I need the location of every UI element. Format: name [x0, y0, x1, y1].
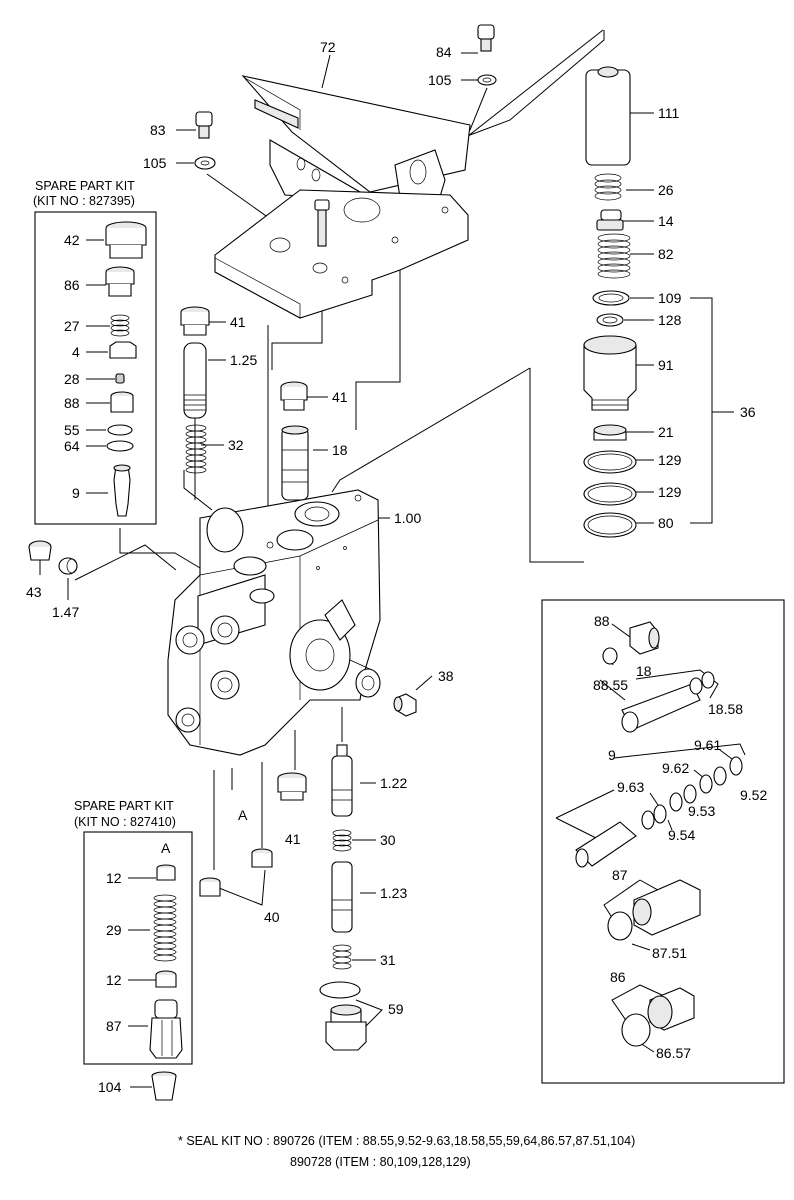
- kit2-title: SPARE PART KIT: [74, 799, 174, 813]
- label-36: 36: [740, 404, 756, 420]
- label-a1: A: [238, 807, 248, 823]
- label-1-00: 1.00: [394, 510, 421, 526]
- detail-inset-box: [541, 599, 785, 1084]
- right-column-parts: [583, 66, 637, 538]
- inset-label-86: 86: [610, 969, 626, 985]
- seal-kit-footnote-line1: * SEAL KIT NO : 890726 (ITEM : 88.55,9.5…: [178, 1134, 636, 1148]
- label-87-kit: 87: [106, 1018, 122, 1034]
- kit1-title: SPARE PART KIT: [35, 179, 135, 193]
- label-41a: 41: [230, 314, 246, 330]
- inset-label-18-58: 18.58: [708, 701, 743, 717]
- label-109: 109: [658, 290, 682, 306]
- label-64: 64: [64, 438, 80, 454]
- spare-kit-box-1: [34, 211, 157, 525]
- part-labels: 72 84 105 83 105 111 26 14 82 109 128 91…: [26, 39, 767, 1095]
- label-104: 104: [98, 1079, 122, 1095]
- inset-label-9-62: 9.62: [662, 760, 689, 776]
- label-86: 86: [64, 277, 80, 293]
- inset-label-9-61: 9.61: [694, 737, 721, 753]
- label-43: 43: [26, 584, 42, 600]
- valve-body: [167, 489, 381, 756]
- inset-label-88-55: 88.55: [593, 677, 628, 693]
- label-72: 72: [320, 39, 336, 55]
- label-128: 128: [658, 312, 682, 328]
- label-18: 18: [332, 442, 348, 458]
- label-84: 84: [436, 44, 452, 60]
- label-4: 4: [72, 344, 80, 360]
- label-88: 88: [64, 395, 80, 411]
- label-32: 32: [228, 437, 244, 453]
- label-41c: 41: [285, 831, 301, 847]
- label-1-47: 1.47: [52, 604, 79, 620]
- cover-assembly: [214, 75, 471, 319]
- leader-lines: [39, 29, 746, 1088]
- seal-kit-footnote-line2: 890728 (ITEM : 80,109,128,129): [290, 1155, 471, 1169]
- inset-label-9-63: 9.63: [617, 779, 644, 795]
- label-1-22: 1.22: [380, 775, 407, 791]
- label-55: 55: [64, 422, 80, 438]
- label-80: 80: [658, 515, 674, 531]
- label-30: 30: [380, 832, 396, 848]
- label-41b: 41: [332, 389, 348, 405]
- label-105b: 105: [143, 155, 167, 171]
- center-parts: [180, 306, 309, 501]
- label-40: 40: [264, 909, 280, 925]
- label-129b: 129: [658, 484, 682, 500]
- label-42: 42: [64, 232, 80, 248]
- inset-label-18: 18: [636, 663, 652, 679]
- plugs-40: [199, 848, 273, 897]
- kit1-number: (KIT NO : 827395): [33, 194, 135, 208]
- label-9: 9: [72, 485, 80, 501]
- inset-label-87-51: 87.51: [652, 945, 687, 961]
- kit2-number: (KIT NO : 827410): [74, 815, 176, 829]
- label-1-25: 1.25: [230, 352, 257, 368]
- inset-label-9-52: 9.52: [740, 787, 767, 803]
- inset-label-9: 9: [608, 747, 616, 763]
- label-12a: 12: [106, 870, 122, 886]
- kit1-parts: [105, 221, 147, 517]
- side-plugs: [28, 540, 78, 575]
- label-26: 26: [658, 182, 674, 198]
- kit2-parts: [149, 864, 183, 1101]
- top-screws: [194, 24, 497, 247]
- label-21: 21: [658, 424, 674, 440]
- label-105a: 105: [428, 72, 452, 88]
- inset-label-88: 88: [594, 613, 610, 629]
- label-28: 28: [64, 371, 80, 387]
- label-59: 59: [388, 1001, 404, 1017]
- label-38: 38: [438, 668, 454, 684]
- label-1-23: 1.23: [380, 885, 407, 901]
- label-12b: 12: [106, 972, 122, 988]
- label-83: 83: [150, 122, 166, 138]
- inset-label-9-54: 9.54: [668, 827, 695, 843]
- label-111: 111: [658, 105, 679, 121]
- label-31: 31: [380, 952, 396, 968]
- inset-label-87: 87: [612, 867, 628, 883]
- label-82: 82: [658, 246, 674, 262]
- label-29: 29: [106, 922, 122, 938]
- label-kit2-a: A: [161, 840, 171, 856]
- lower-center-parts: [277, 744, 367, 1051]
- label-14: 14: [658, 213, 674, 229]
- inset-label-9-53: 9.53: [688, 803, 715, 819]
- inset-label-86-57: 86.57: [656, 1045, 691, 1061]
- plug-38: [355, 668, 417, 717]
- label-91: 91: [658, 357, 674, 373]
- label-129a: 129: [658, 452, 682, 468]
- spare-kit-box-2: [83, 831, 193, 1065]
- label-27: 27: [64, 318, 80, 334]
- inset-parts: [575, 621, 743, 1047]
